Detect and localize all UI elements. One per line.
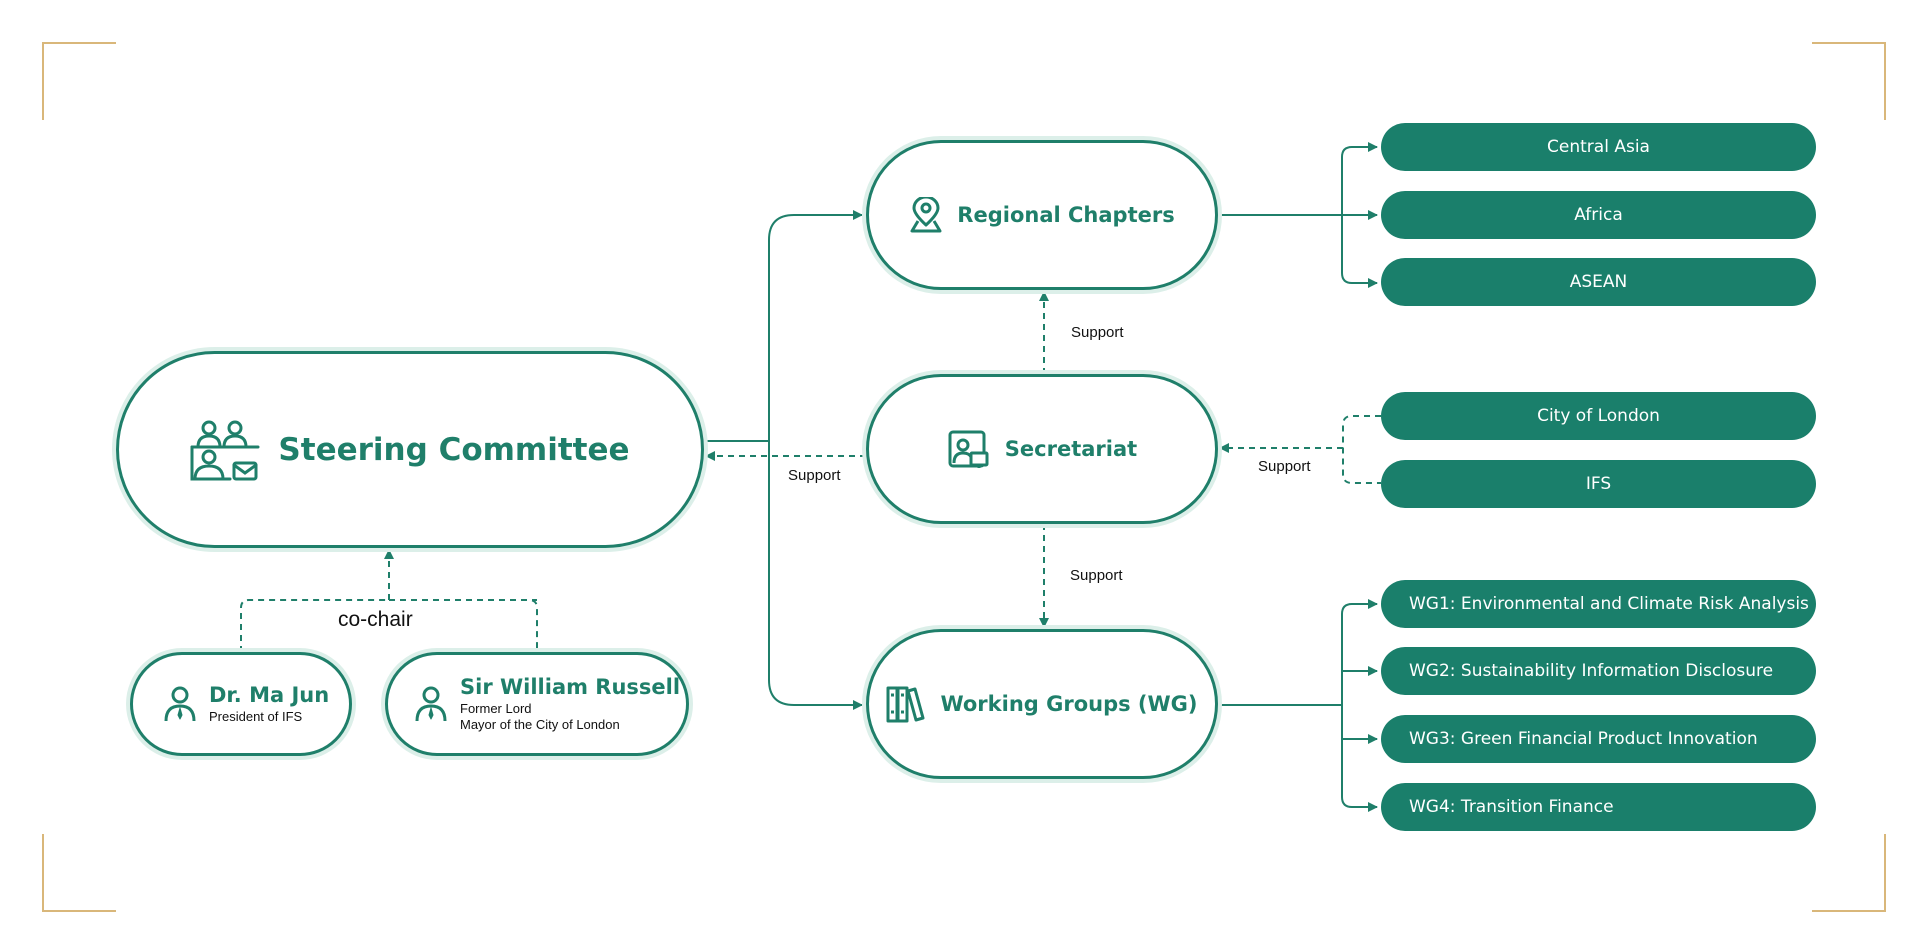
co-chair-role-line-1: Former Lord xyxy=(460,701,532,717)
presenter-board-icon xyxy=(948,430,989,468)
working-groups-node[interactable]: Working Groups (WG) xyxy=(866,629,1218,779)
link-steering-to-working-groups xyxy=(768,441,863,710)
support-label-working-groups: Support xyxy=(1070,567,1123,584)
wg-chip-3[interactable]: WG3: Green Financial Product Innovation xyxy=(1381,715,1816,763)
partner-chip-city-of-london[interactable]: City of London xyxy=(1381,392,1816,440)
person-icon xyxy=(415,686,447,722)
region-chip-asean[interactable]: ASEAN xyxy=(1381,258,1816,306)
region-chip-central-asia[interactable]: Central Asia xyxy=(1381,123,1816,171)
co-chair-role: President of IFS xyxy=(209,708,303,724)
link-to-wg1 xyxy=(1341,599,1378,705)
wg-chip-1[interactable]: WG1: Environmental and Climate Risk Anal… xyxy=(1381,580,1816,628)
secretariat-title: Secretariat xyxy=(1004,437,1138,461)
link-regional-to-asean xyxy=(1341,215,1378,288)
partner-chip-ifs[interactable]: IFS xyxy=(1381,460,1816,508)
corner-bracket-bottom-left xyxy=(42,834,116,912)
steering-committee-title: Steering Committee xyxy=(278,431,630,468)
regional-chapters-title: Regional Chapters xyxy=(957,203,1175,227)
co-chair-role-line-2: Mayor of the City of London xyxy=(460,716,620,732)
books-icon xyxy=(886,686,925,723)
co-chair-name: Dr. Ma Jun xyxy=(209,682,330,707)
co-chair-label: co-chair xyxy=(338,608,413,631)
link-to-wg4 xyxy=(1341,705,1378,812)
people-group-icon xyxy=(190,420,260,480)
location-pin-icon xyxy=(910,197,942,233)
support-label-partners: Support xyxy=(1258,458,1311,475)
wg-chip-2[interactable]: WG2: Sustainability Information Disclosu… xyxy=(1381,647,1816,695)
corner-bracket-bottom-right xyxy=(1812,834,1886,912)
link-to-wg3 xyxy=(1341,705,1378,744)
co-chair-name: Sir William Russell xyxy=(460,675,681,700)
person-icon xyxy=(164,686,196,722)
link-regional-to-central-asia xyxy=(1341,142,1378,215)
support-label-steering: Support xyxy=(788,467,841,484)
co-chair-card-ma-jun[interactable]: Dr. Ma Jun President of IFS xyxy=(130,652,352,756)
wg-chip-4[interactable]: WG4: Transition Finance xyxy=(1381,783,1816,831)
co-chair-card-william-russell[interactable]: Sir William Russell Former Lord Mayor of… xyxy=(385,652,689,756)
secretariat-node[interactable]: Secretariat xyxy=(866,374,1218,524)
regional-chapters-node[interactable]: Regional Chapters xyxy=(866,140,1218,290)
corner-bracket-top-left xyxy=(42,42,116,120)
support-label-regional: Support xyxy=(1071,324,1124,341)
corner-bracket-top-right xyxy=(1812,42,1886,120)
working-groups-title: Working Groups (WG) xyxy=(940,692,1198,716)
region-chip-africa[interactable]: Africa xyxy=(1381,191,1816,239)
steering-committee-node[interactable]: Steering Committee xyxy=(116,351,704,548)
link-steering-to-regional xyxy=(704,210,863,442)
